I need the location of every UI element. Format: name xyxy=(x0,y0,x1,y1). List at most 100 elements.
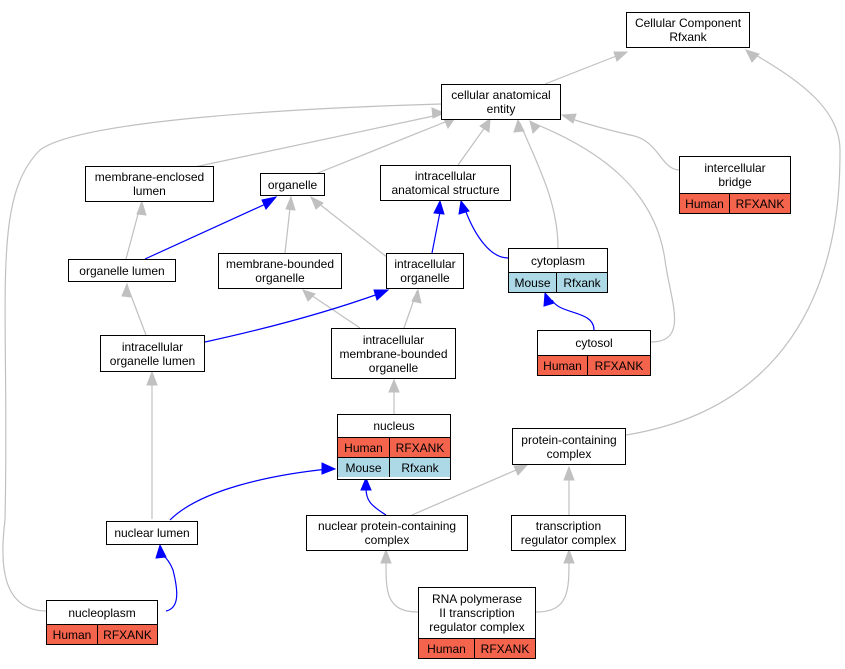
node-label: Cellular Component Rfxank xyxy=(634,16,742,44)
node-label: intracellular organelle xyxy=(394,257,456,285)
edge-rna-to-npcc xyxy=(385,559,419,613)
edge-rna-to-trc xyxy=(535,559,570,613)
edge-mel-to-cae xyxy=(189,113,444,169)
arrowhead xyxy=(745,49,760,63)
node-cellular-component[interactable]: Cellular Component Rfxank xyxy=(626,12,750,48)
edge-cyto-to-ias-blue xyxy=(465,211,509,259)
arrowhead xyxy=(529,120,541,134)
node-label: transcription regulator complex xyxy=(520,519,617,547)
arrowhead xyxy=(613,51,629,62)
edge-npcc-to-pcc xyxy=(411,466,524,516)
edge-np-to-cae xyxy=(2,103,442,612)
arrowhead xyxy=(543,291,555,307)
node-nucleus[interactable]: nucleus Human RFXANK Mouse Rfxank xyxy=(337,414,451,480)
arrowhead xyxy=(513,118,525,133)
node-cellular-anatomical-entity[interactable]: cellular anatomical entity xyxy=(441,84,561,120)
node-label: cellular anatomical entity xyxy=(451,88,551,116)
node-cytosol[interactable]: cytosol Human RFXANK xyxy=(537,330,651,376)
node-organelle[interactable]: organelle xyxy=(260,173,325,196)
edge-nl-to-nuc-blue xyxy=(169,468,329,521)
node-label: intracellular organelle lumen xyxy=(109,339,196,368)
arrowhead xyxy=(411,288,422,304)
arrowhead xyxy=(373,289,390,301)
node-label: nucleoplasm xyxy=(68,605,136,620)
node-label: membrane-enclosed lumen xyxy=(94,170,205,198)
node-label: nucleus xyxy=(373,419,415,433)
arrowhead xyxy=(261,196,278,210)
species-row: Mouse Rfxank xyxy=(509,272,607,292)
edge-cytosol-to-cyto-blue xyxy=(551,299,595,331)
node-intracellular-membrane-bounded-organelle[interactable]: intracellular membrane-bounded organelle xyxy=(331,328,456,379)
node-membrane-bounded-organelle[interactable]: membrane-bounded organelle xyxy=(218,253,342,289)
edge-io-to-org xyxy=(312,198,389,259)
gene-rfxank: RFXANK xyxy=(390,438,450,457)
node-label: cytosol xyxy=(575,336,613,350)
edge-npcc-to-nuc-blue xyxy=(365,487,387,516)
arrowhead xyxy=(155,543,167,559)
species-row: Human RFXANK xyxy=(47,624,157,644)
node-nuclear-protein-containing-complex[interactable]: nuclear protein-containing complex xyxy=(306,515,468,551)
arrowhead xyxy=(479,117,491,133)
node-membrane-enclosed-lumen[interactable]: membrane-enclosed lumen xyxy=(85,166,214,202)
gene-rfxank: RFXANK xyxy=(730,194,790,213)
node-nuclear-lumen[interactable]: nuclear lumen xyxy=(106,521,198,545)
node-protein-containing-complex[interactable]: protein-containing complex xyxy=(512,428,626,465)
species-human: Human xyxy=(680,194,730,213)
node-transcription-regulator-complex[interactable]: transcription regulator complex xyxy=(511,515,626,551)
species-row: Mouse Rfxank xyxy=(338,457,450,477)
arrowhead xyxy=(560,113,577,124)
arrowhead xyxy=(360,476,372,491)
node-rna-polymerase-ii-complex[interactable]: RNA polymerase II transcription regulato… xyxy=(418,587,536,659)
node-label: intercellular bridge xyxy=(704,161,766,189)
edge-ol-to-org-blue xyxy=(144,201,271,260)
arrowhead xyxy=(302,289,316,302)
species-row: Human RFXANK xyxy=(680,193,790,213)
edge-np-to-nl-blue xyxy=(162,554,178,612)
species-mouse: Mouse xyxy=(509,273,557,292)
arrowhead xyxy=(431,107,446,119)
gene-rfxank: Rfxank xyxy=(390,458,450,477)
arrowhead xyxy=(310,195,324,210)
arrowhead xyxy=(458,199,470,215)
species-mouse: Mouse xyxy=(338,458,390,477)
node-intracellular-organelle-lumen[interactable]: intracellular organelle lumen xyxy=(100,335,205,372)
node-intracellular-anatomical-structure[interactable]: intracellular anatomical structure xyxy=(380,165,511,201)
species-human: Human xyxy=(338,438,390,457)
species-human: Human xyxy=(538,356,588,375)
arrowhead xyxy=(380,548,392,564)
node-label: nuclear lumen xyxy=(114,526,190,540)
edge-pcc-to-cc xyxy=(625,52,841,436)
edge-iol-to-io-blue xyxy=(204,292,382,343)
arrowhead xyxy=(321,462,337,475)
node-intracellular-organelle[interactable]: intracellular organelle xyxy=(386,253,464,289)
gene-rfxank: RFXANK xyxy=(588,356,650,375)
node-organelle-lumen[interactable]: organelle lumen xyxy=(68,259,176,282)
arrowhead xyxy=(563,548,575,564)
species-human: Human xyxy=(47,625,98,644)
edge-org-to-cae xyxy=(312,117,456,176)
edge-cae-to-cc xyxy=(544,52,625,85)
node-label: membrane-bounded organelle xyxy=(225,257,335,285)
node-label: intracellular membrane-bounded organelle xyxy=(339,332,448,375)
gene-rfxank: RFXANK xyxy=(98,625,157,644)
edge-cyto-to-cae xyxy=(519,122,559,249)
species-row: Human RFXANK xyxy=(338,437,450,457)
node-nucleoplasm[interactable]: nucleoplasm Human RFXANK xyxy=(46,600,158,645)
node-intercellular-bridge[interactable]: intercellular bridge Human RFXANK xyxy=(679,156,791,214)
edge-ib-to-cae xyxy=(562,115,681,171)
node-label: organelle xyxy=(267,177,318,192)
node-label: intracellular anatomical structure xyxy=(391,169,500,197)
node-cytoplasm[interactable]: cytoplasm Mouse Rfxank xyxy=(508,248,608,293)
arrowhead xyxy=(563,465,575,481)
arrowhead xyxy=(285,195,296,211)
arrowhead xyxy=(388,378,400,393)
gene-rfxank: RFXANK xyxy=(475,639,535,658)
species-row: Human RFXANK xyxy=(538,355,650,375)
arrowhead xyxy=(513,464,529,476)
arrowhead xyxy=(146,370,158,386)
gene-rfxank: Rfxank xyxy=(557,273,607,292)
edge-io-to-ias-blue xyxy=(431,211,441,254)
species-row: Human RFXANK xyxy=(419,638,535,658)
edge-ias-to-cae xyxy=(457,122,489,166)
